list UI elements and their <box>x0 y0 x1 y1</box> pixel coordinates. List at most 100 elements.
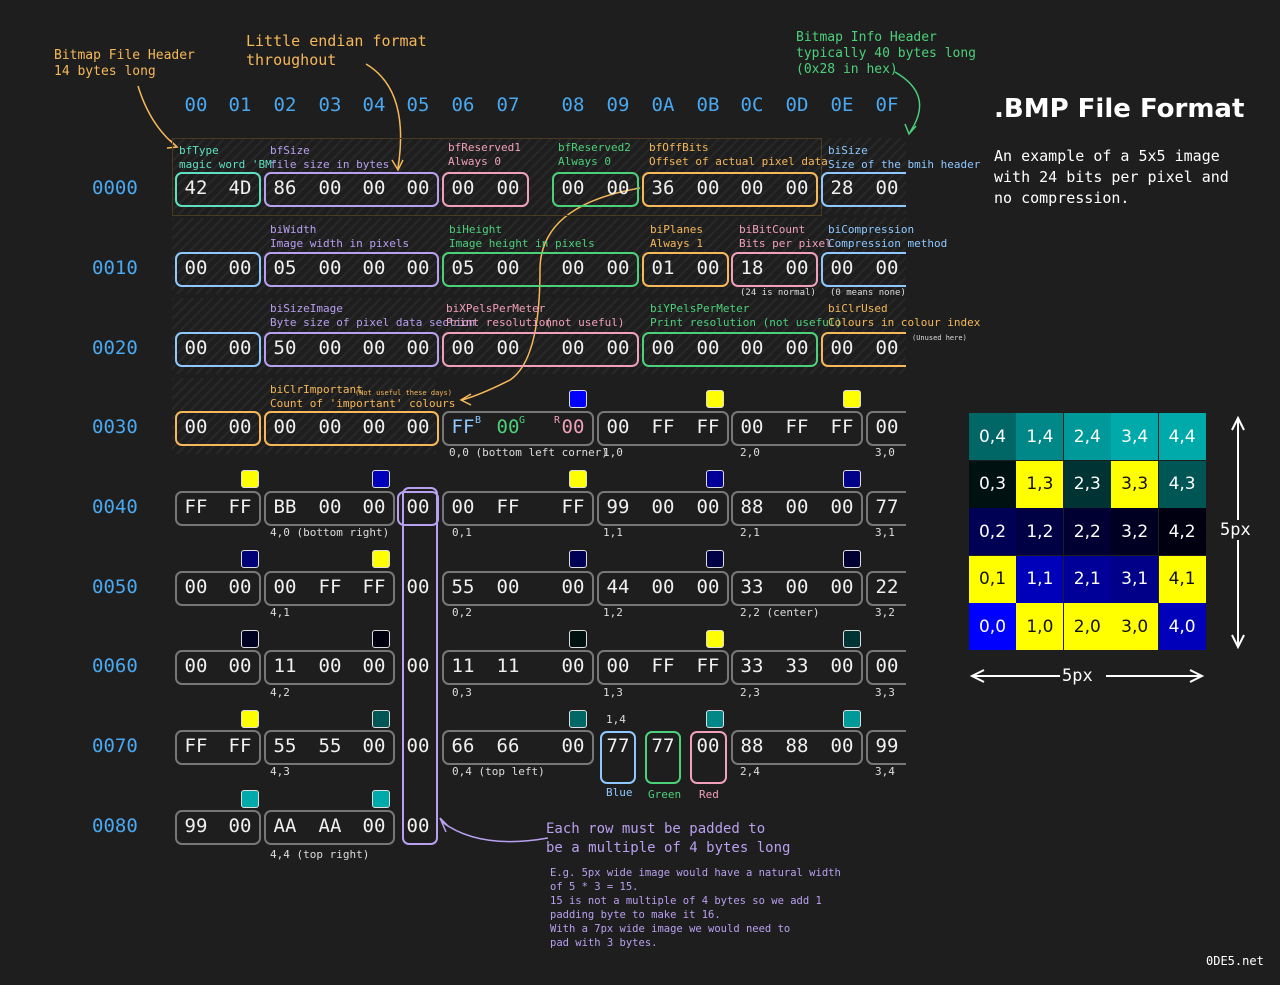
channel-label-green: Green <box>648 788 682 801</box>
pixel-swatch <box>241 550 259 568</box>
column-header: 0D <box>785 94 809 116</box>
hex-byte: 00 <box>830 257 854 279</box>
channel-box-red <box>690 731 727 784</box>
pixel-cell: 0,4 <box>969 413 1016 460</box>
pixel-coordinate-label: 0,4 (top left) <box>452 765 545 778</box>
pixel-cell: 3,4 <box>1111 413 1159 460</box>
page-subtitle: An example of a 5x5 image with 24 bits p… <box>994 147 1229 207</box>
channel-label-blue: Blue <box>606 786 633 799</box>
hex-byte: 88 <box>785 735 809 757</box>
pixel-coordinate-label: 4,1 <box>270 606 290 619</box>
byte-group <box>264 332 439 367</box>
byte-group <box>866 650 906 685</box>
channel-box-green <box>645 731 681 784</box>
byte-group <box>397 491 439 526</box>
hex-byte: 00 <box>740 416 764 438</box>
column-header: 08 <box>561 94 585 116</box>
pixel-swatch <box>241 630 259 648</box>
hex-byte: 88 <box>740 496 764 518</box>
pixel-swatch <box>706 630 724 648</box>
hex-byte: 01 <box>651 257 675 279</box>
pixel-cell: 0,3 <box>969 460 1016 508</box>
pixel-swatch <box>706 710 724 728</box>
byte-group <box>866 571 906 606</box>
pixel-cell: 0,2 <box>969 508 1016 556</box>
hex-byte: 00 <box>785 177 809 199</box>
byte-group <box>642 332 818 367</box>
pixel-swatch <box>372 630 390 648</box>
padding-note-title: Each row must be padded to be a multiple… <box>546 821 791 856</box>
hex-byte: 86 <box>273 177 297 199</box>
channel-sup-green: G <box>519 415 526 426</box>
hex-byte: 00 <box>606 416 630 438</box>
hex-byte: 00 <box>651 576 675 598</box>
pixel-cell: 0,0 <box>969 603 1016 651</box>
column-header: 0A <box>651 94 675 116</box>
hex-byte: 00 <box>273 576 297 598</box>
hex-byte: 00 <box>406 416 430 438</box>
note-clrused: (Unused here) <box>912 334 967 342</box>
column-header: 0B <box>696 94 720 116</box>
byte-group <box>175 810 261 845</box>
info-header-region-3 <box>172 378 436 454</box>
hex-byte: 55 <box>318 735 342 757</box>
pixel-swatch <box>843 710 861 728</box>
info-header-note: Bitmap Info Header typically 40 bytes lo… <box>796 30 977 77</box>
hex-byte: 00 <box>561 416 585 438</box>
hex-byte: 00 <box>362 337 386 359</box>
byte-group <box>442 252 639 287</box>
row-offset: 0080 <box>92 815 138 837</box>
hex-byte: FF <box>651 655 675 677</box>
pixel-cell: 1,0 <box>1016 603 1064 651</box>
column-header: 0E <box>830 94 854 116</box>
pixel-swatch <box>706 390 724 408</box>
hex-byte: 11 <box>451 655 475 677</box>
pixel-coordinate-label: 2,4 <box>740 765 760 778</box>
hex-byte: 00 <box>362 416 386 438</box>
row-offset: 0070 <box>92 735 138 757</box>
byte-group <box>821 332 906 367</box>
hex-byte: 00 <box>228 416 252 438</box>
hex-byte: 00 <box>696 576 720 598</box>
hex-byte: 00 <box>875 257 899 279</box>
hex-byte: FF <box>651 416 675 438</box>
pixel-swatch <box>843 550 861 568</box>
pixel-swatch <box>843 630 861 648</box>
hex-byte: FF <box>696 416 720 438</box>
pixel-swatch <box>372 790 390 808</box>
hex-byte: 00 <box>785 257 809 279</box>
pixel-cell: 1,1 <box>1016 555 1064 603</box>
hex-byte: FF <box>785 416 809 438</box>
byte-group <box>175 411 261 446</box>
byte-group <box>264 411 439 446</box>
row-offset: 0030 <box>92 416 138 438</box>
pixel-coordinate-label: 1,0 <box>603 446 623 459</box>
hex-byte: 00 <box>228 337 252 359</box>
hex-byte: 00 <box>273 416 297 438</box>
column-header: 00 <box>184 94 208 116</box>
hex-byte: 00 <box>406 496 430 518</box>
hex-byte: 00 <box>318 177 342 199</box>
padding-note-body: E.g. 5px wide image would have a natural… <box>550 867 841 949</box>
pixel-cell: 0,1 <box>969 555 1016 603</box>
pixel-swatch <box>569 470 587 488</box>
byte-group <box>821 172 906 207</box>
hex-byte: 00 <box>362 655 386 677</box>
byte-group <box>866 730 906 765</box>
pixel-swatch <box>372 470 390 488</box>
byte-group <box>442 650 594 685</box>
pixel-coordinate-label: 0,3 <box>452 686 472 699</box>
byte-group <box>442 571 594 606</box>
hex-byte: 00 <box>318 655 342 677</box>
hex-byte: 00 <box>184 576 208 598</box>
byte-group <box>866 491 906 526</box>
hex-byte: 88 <box>740 735 764 757</box>
